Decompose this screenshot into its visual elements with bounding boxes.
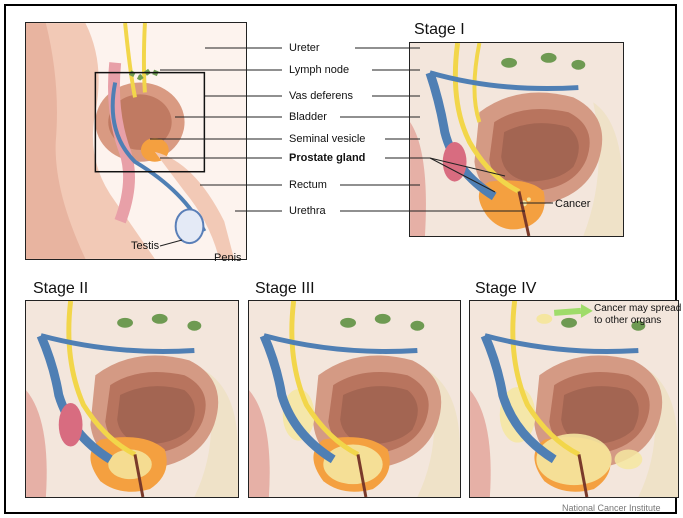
stage-1-illustration bbox=[410, 43, 623, 236]
spread-arrow-icon bbox=[554, 311, 581, 313]
label-cancer-spread-line1: Cancer may spread bbox=[594, 303, 681, 315]
label-ureter: Ureter bbox=[289, 42, 320, 54]
label-rectum: Rectum bbox=[289, 179, 327, 191]
anatomy-overview-panel bbox=[25, 22, 247, 260]
label-testis: Testis bbox=[131, 240, 159, 252]
stage-3-title: Stage III bbox=[255, 280, 315, 298]
stage-1-title: Stage I bbox=[414, 21, 465, 39]
stage-4-illustration bbox=[470, 301, 678, 497]
credit-text: National Cancer Institute bbox=[562, 503, 661, 513]
label-cancer-spread-line2: to other organs bbox=[594, 315, 661, 327]
stage-2-panel bbox=[25, 300, 239, 498]
label-urethra: Urethra bbox=[289, 205, 326, 217]
stage-3-illustration bbox=[249, 301, 460, 497]
label-penis: Penis bbox=[214, 252, 242, 264]
label-vas-deferens: Vas deferens bbox=[289, 90, 353, 102]
stage-4-title: Stage IV bbox=[475, 280, 536, 298]
stage-1-panel bbox=[409, 42, 624, 237]
label-lymph-node: Lymph node bbox=[289, 64, 349, 76]
label-cancer: Cancer bbox=[555, 198, 590, 210]
stage-2-illustration bbox=[26, 301, 238, 497]
label-prostate-gland: Prostate gland bbox=[289, 152, 365, 164]
stage-4-panel bbox=[469, 300, 679, 498]
label-seminal-vesicle: Seminal vesicle bbox=[289, 133, 365, 145]
label-bladder: Bladder bbox=[289, 111, 327, 123]
anatomy-overview-illustration bbox=[26, 23, 246, 259]
stage-2-title: Stage II bbox=[33, 280, 88, 298]
stage-3-panel bbox=[248, 300, 461, 498]
